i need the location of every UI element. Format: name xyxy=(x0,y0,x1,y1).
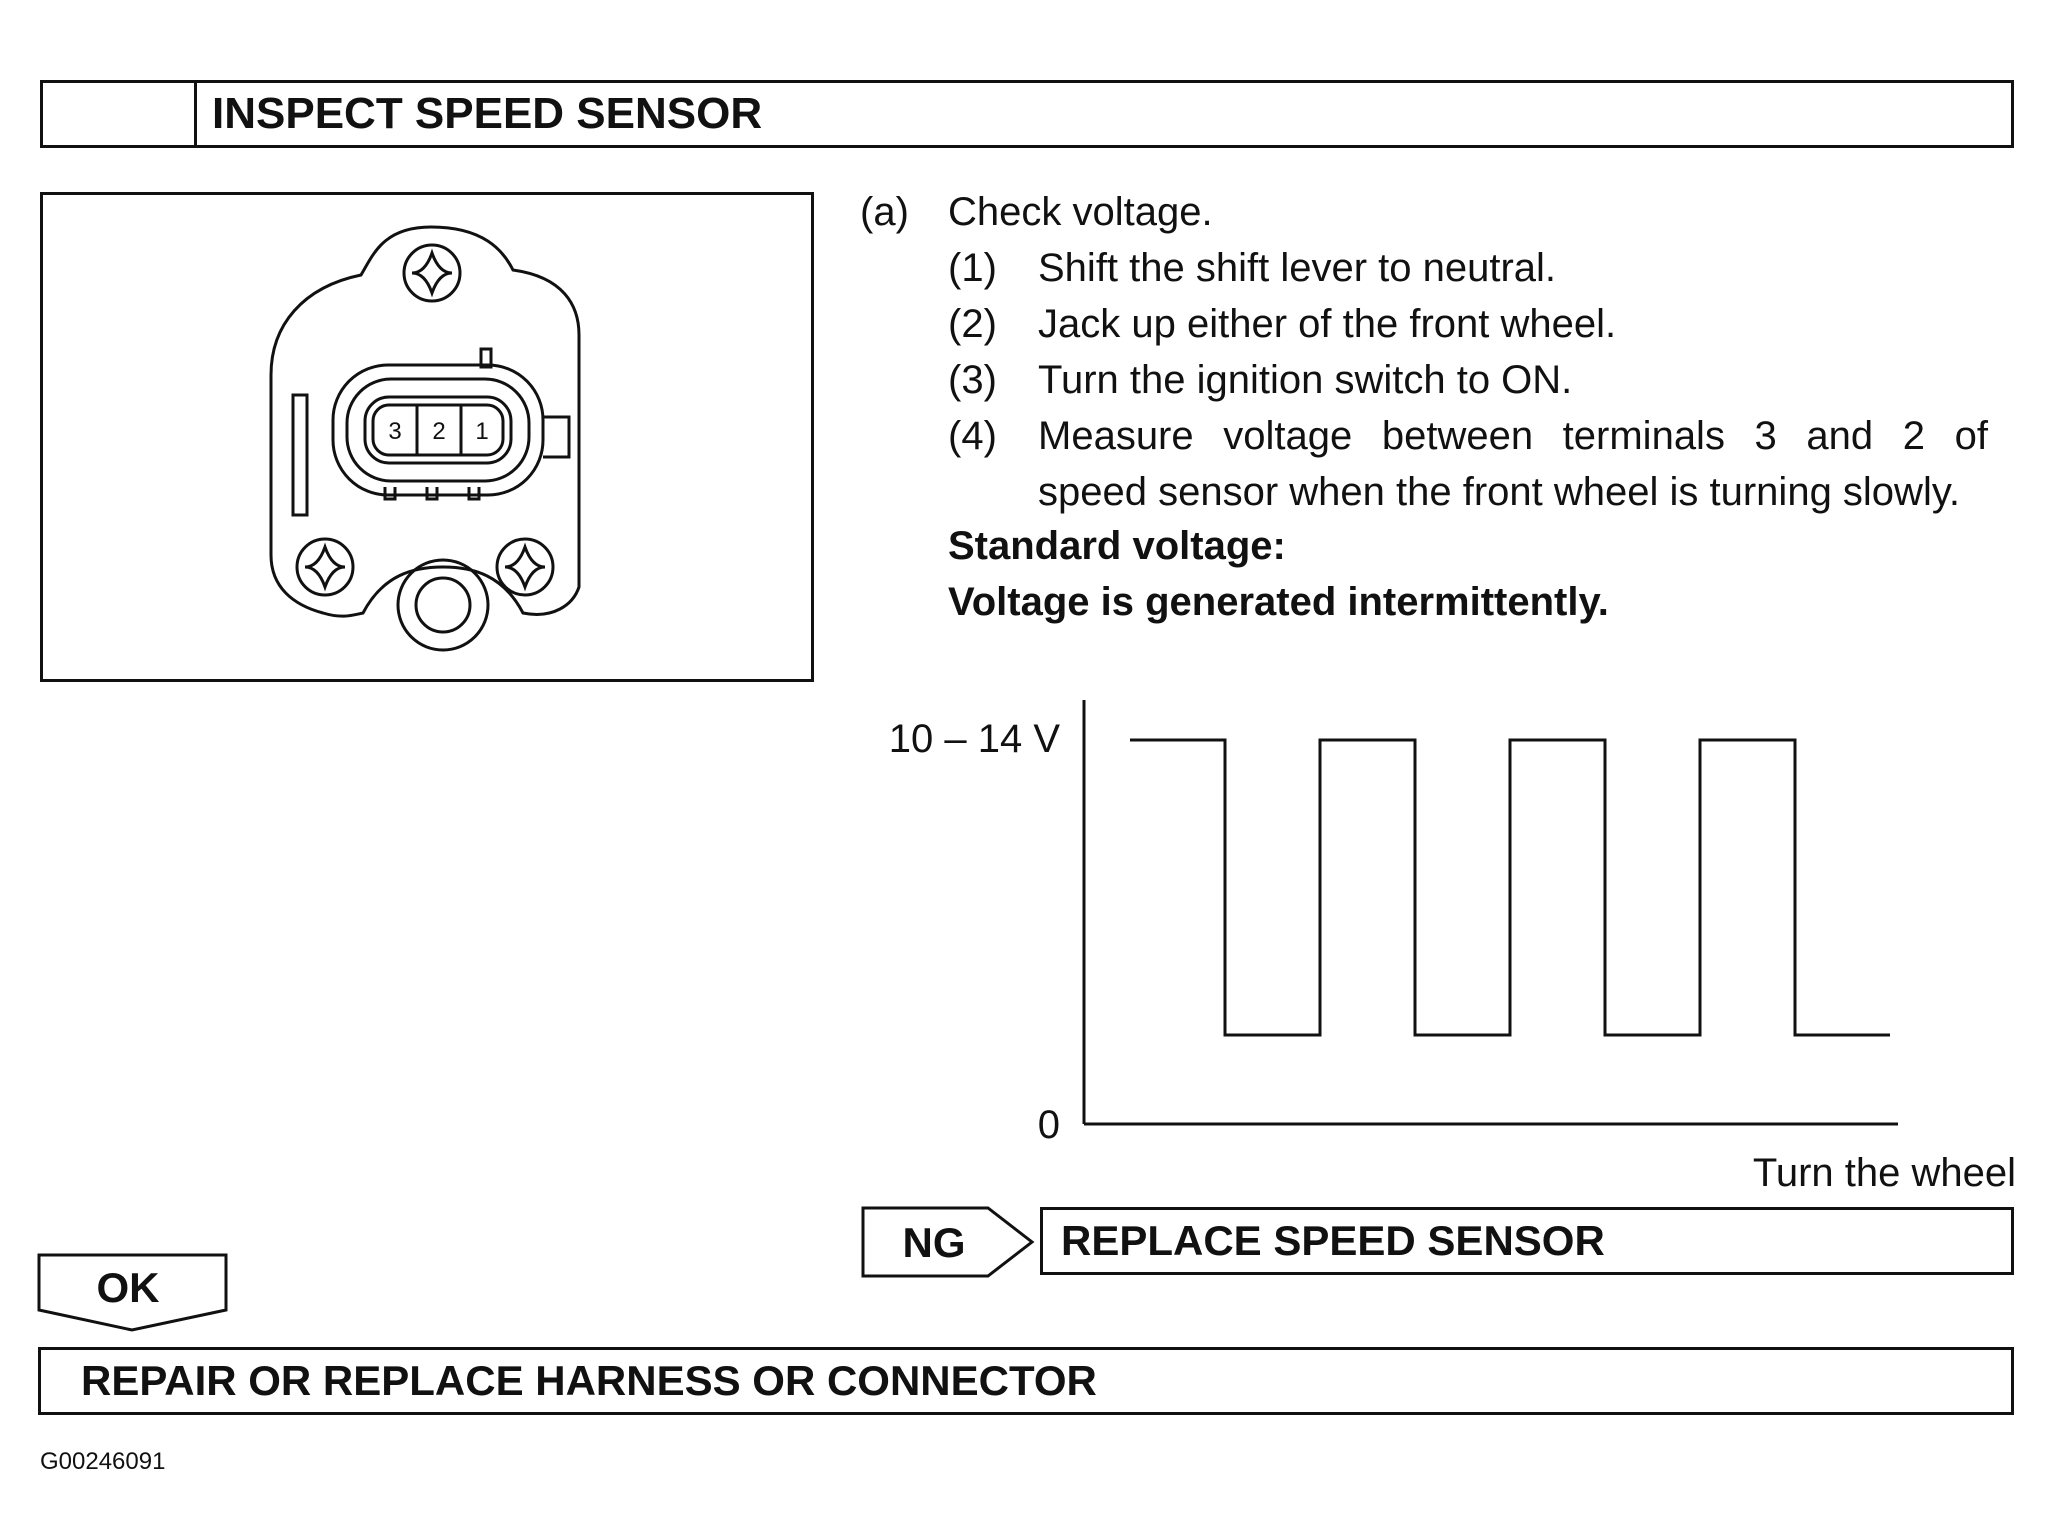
substep-number: (4) xyxy=(948,414,997,458)
final-result-box: REPAIR OR REPLACE HARNESS OR CONNECTOR xyxy=(38,1347,2014,1415)
terminal-label-3: 3 xyxy=(388,418,401,445)
ng-result-box: REPLACE SPEED SENSOR xyxy=(1040,1207,2014,1275)
ng-arrow-tag: NG xyxy=(861,1206,1035,1278)
header-box xyxy=(40,80,2014,148)
ok-arrow-tag: OK xyxy=(37,1253,228,1332)
voltage-waveform-line xyxy=(1130,738,1890,1037)
speed-sensor-illustration: 3 2 1 xyxy=(40,192,814,682)
substep-number: (1) xyxy=(948,246,997,290)
ng-label: NG xyxy=(903,1219,966,1266)
x-axis-label: Turn the wheel xyxy=(1753,1151,2016,1195)
step-number-cell xyxy=(40,80,197,148)
substep-text: Jack up either of the front wheel. xyxy=(1038,302,1617,346)
voltage-waveform-chart: 10 – 14 V 0 Turn the wheel xyxy=(889,700,2016,1195)
y-tick-high: 10 – 14 V xyxy=(889,717,1061,761)
substep-text: Shift the shift lever to neutral. xyxy=(1038,246,1557,290)
substep-text: Measure voltage between terminals 3 and … xyxy=(1038,414,1988,458)
substep-number: (2) xyxy=(948,302,997,346)
figure-id: G00246091 xyxy=(40,1448,166,1475)
y-tick-zero: 0 xyxy=(1038,1103,1060,1147)
terminal-label-2: 2 xyxy=(432,418,445,445)
speed-sensor-drawing: 3 2 1 xyxy=(269,225,581,652)
page-title: INSPECT SPEED SENSOR xyxy=(212,89,763,138)
standard-voltage-label: Standard voltage: xyxy=(948,524,1286,568)
terminal-label-1: 1 xyxy=(475,418,488,445)
step-marker: (a) xyxy=(860,190,909,234)
substep-number: (3) xyxy=(948,358,997,402)
standard-voltage-value: Voltage is generated intermittently. xyxy=(948,580,1609,624)
ok-label: OK xyxy=(97,1264,160,1311)
step-text: Check voltage. xyxy=(948,190,1213,234)
substep-text-continued: speed sensor when the front wheel is tur… xyxy=(1038,470,1960,514)
substep-text: Turn the ignition switch to ON. xyxy=(1038,358,1573,402)
